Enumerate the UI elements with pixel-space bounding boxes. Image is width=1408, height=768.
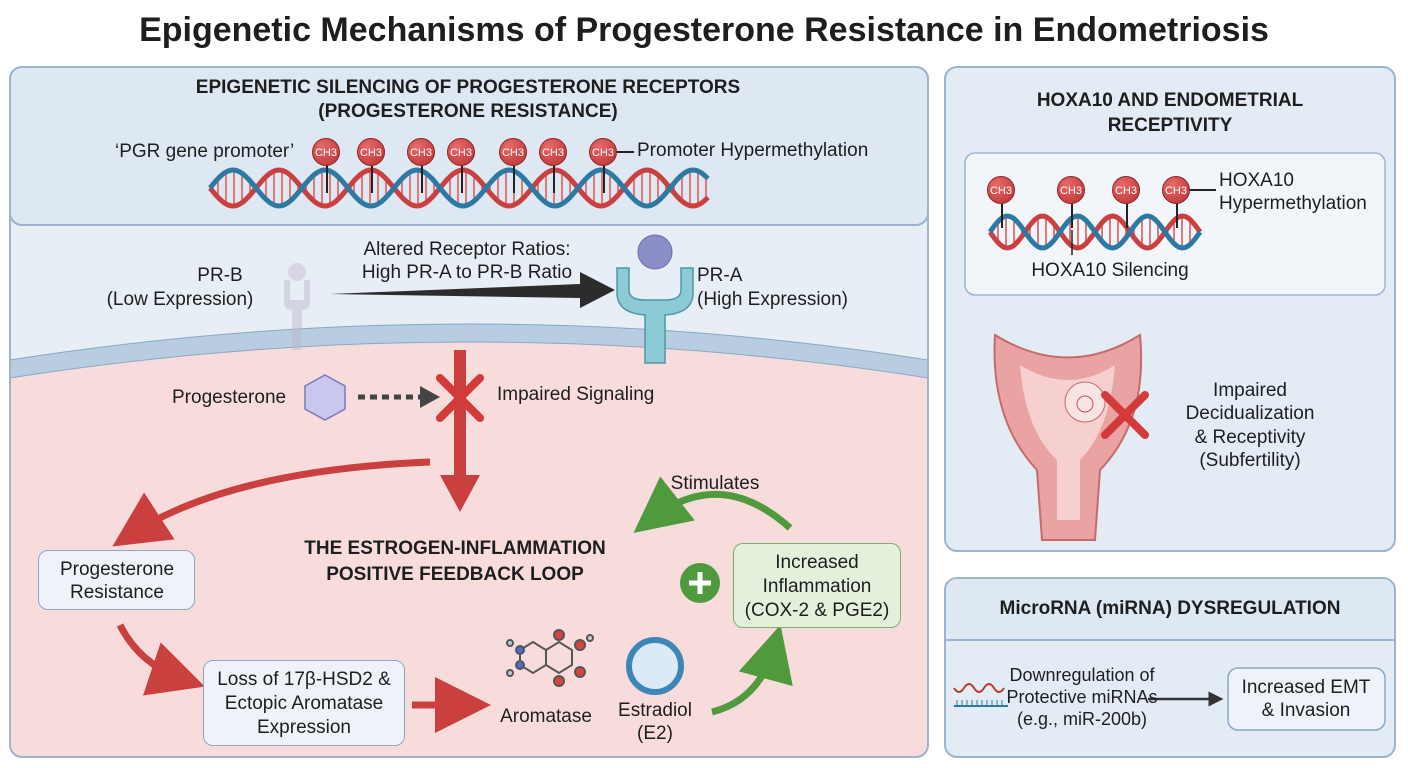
ratio-label-line1: Altered Receptor Ratios: xyxy=(363,239,571,260)
methyl-stem xyxy=(461,165,463,193)
curved-arrow-to-resistance xyxy=(112,458,431,547)
methyl-stem xyxy=(1126,203,1128,228)
methyl-stem xyxy=(603,165,605,193)
methyl-stem xyxy=(513,165,515,193)
methyl-stem xyxy=(1176,203,1178,228)
methyl-connector xyxy=(1190,189,1216,191)
pr-a-expression: (High Expression) xyxy=(697,289,848,310)
loss-17b-hsd2-box: Loss of 17β-HSD2 & Ectopic Aromatase Exp… xyxy=(203,660,405,746)
pgr-promoter-label: ‘PGR gene promoter’ xyxy=(115,141,295,162)
pgr-title-line2: (PROGESTERONE RESISTANCE) xyxy=(318,101,618,122)
loss-line2: Ectopic Aromatase xyxy=(224,693,384,714)
impaired-signaling-label: Impaired Signaling xyxy=(497,384,655,405)
emt-line1: Increased EMT xyxy=(1241,677,1371,698)
methyl-group-icon: CH3 xyxy=(1162,176,1190,204)
progesterone-hexagon-icon xyxy=(304,374,346,421)
stimulates-arrow xyxy=(633,476,793,533)
loop-title-line1: THE ESTROGEN-INFLAMMATION xyxy=(304,538,606,559)
estradiol-icon xyxy=(626,637,684,695)
methyl-group-icon: CH3 xyxy=(407,138,435,166)
emt-box xyxy=(1227,667,1386,731)
methyl-stem xyxy=(553,165,555,193)
aromatase-molecule-icon xyxy=(506,629,594,687)
uterus-icon xyxy=(993,333,1143,541)
methyl-group-icon: CH3 xyxy=(539,138,567,166)
hoxa10-methyl-label-line2: Hypermethylation xyxy=(1219,193,1367,214)
hoxa10-methyl-label-line1: HOXA10 xyxy=(1219,170,1294,191)
subfertility-x-icon xyxy=(1101,391,1149,439)
mirna-down-line3: (e.g., miR-200b) xyxy=(1016,709,1148,729)
emt-line2: & Invasion xyxy=(1261,700,1351,721)
methyl-stem xyxy=(1001,203,1003,228)
estradiol-abbrev: (E2) xyxy=(637,723,673,744)
page-title: Epigenetic Mechanisms of Progesterone Re… xyxy=(139,11,1269,49)
progesterone-resistance-box: Progesterone Resistance xyxy=(38,550,195,610)
methyl-stem xyxy=(1071,203,1073,228)
inflammation-line3: (COX-2 & PGE2) xyxy=(744,600,890,621)
ratio-label-line2: High PR-A to PR-B Ratio xyxy=(361,262,573,283)
progesterone-label: Progesterone xyxy=(172,387,287,408)
resistance-line2: Resistance xyxy=(70,582,164,603)
pr-a-receptor-icon xyxy=(616,234,694,364)
impaired-x-icon xyxy=(436,374,484,422)
hoxa10-silencing-label: HOXA10 Silencing xyxy=(1031,260,1189,281)
down-arrow xyxy=(440,350,480,512)
methyl-group-icon: CH3 xyxy=(357,138,385,166)
methyl-connector xyxy=(617,151,634,153)
inflammation-box: Increased Inflammation (COX-2 & PGE2) xyxy=(733,543,901,628)
methyl-group-icon: CH3 xyxy=(1057,176,1085,204)
mirna-down-line2: Protective miRNAs xyxy=(1006,687,1158,707)
outcome-line1: Impaired xyxy=(1213,380,1287,401)
outcome-line3: & Receptivity xyxy=(1194,427,1306,448)
plus-icon xyxy=(680,563,720,603)
pr-b-label: PR-B xyxy=(197,265,243,286)
methyl-group-icon: CH3 xyxy=(987,176,1015,204)
hoxa10-title-line2: RECEPTIVITY xyxy=(1107,115,1233,136)
methyl-stem xyxy=(371,165,373,193)
methyl-group-icon: CH3 xyxy=(447,138,475,166)
mirna-icon xyxy=(953,683,1008,707)
cell-membrane xyxy=(10,323,928,379)
inflammation-line1: Increased xyxy=(775,552,859,573)
loss-line1: Loss of 17β-HSD2 & xyxy=(217,669,391,690)
estradiol-label: Estradiol xyxy=(618,700,692,721)
methyl-group-icon: CH3 xyxy=(312,138,340,166)
mirna-title: MicroRNA (miRNA) DYSREGULATION xyxy=(999,598,1341,619)
cytoplasm-region xyxy=(10,336,928,757)
methyl-group-icon: CH3 xyxy=(499,138,527,166)
pgr-dna-icon xyxy=(208,167,710,209)
curved-arrow-to-loss xyxy=(116,623,205,696)
outcome-line4: (Subfertility) xyxy=(1199,450,1301,471)
resistance-line1: Progesterone xyxy=(59,559,175,580)
methyl-stem xyxy=(326,165,328,193)
methyl-stem xyxy=(421,165,423,193)
pr-b-receptor-icon xyxy=(284,263,310,350)
hoxa10-panel xyxy=(944,66,1396,552)
inflammation-line2: Inflammation xyxy=(762,576,872,597)
stimulates-label: Stimulates xyxy=(670,473,760,494)
pr-a-label: PR-A xyxy=(697,265,743,286)
pr-b-expression: (Low Expression) xyxy=(106,289,254,310)
mirna-down-line1: Downregulation of xyxy=(1009,665,1155,685)
estradiol-to-inflammation-arrow xyxy=(711,624,793,716)
hoxa10-dna-icon xyxy=(987,213,1203,251)
hoxa10-title-line1: HOXA10 AND ENDOMETRIAL xyxy=(1036,90,1304,111)
outcome-line2: Decidualization xyxy=(1185,403,1315,424)
pgr-title-line1: EPIGENETIC SILENCING OF PROGESTERONE REC… xyxy=(195,77,741,98)
promoter-hypermethylation-label: Promoter Hypermethylation xyxy=(637,140,869,161)
methyl-group-icon: CH3 xyxy=(589,138,617,166)
loop-title-line2: POSITIVE FEEDBACK LOOP xyxy=(326,564,584,585)
aromatase-label: Aromatase xyxy=(500,706,592,727)
loss-line3: Expression xyxy=(257,717,351,738)
methyl-group-icon: CH3 xyxy=(1112,176,1140,204)
ratio-arrow xyxy=(330,272,615,308)
